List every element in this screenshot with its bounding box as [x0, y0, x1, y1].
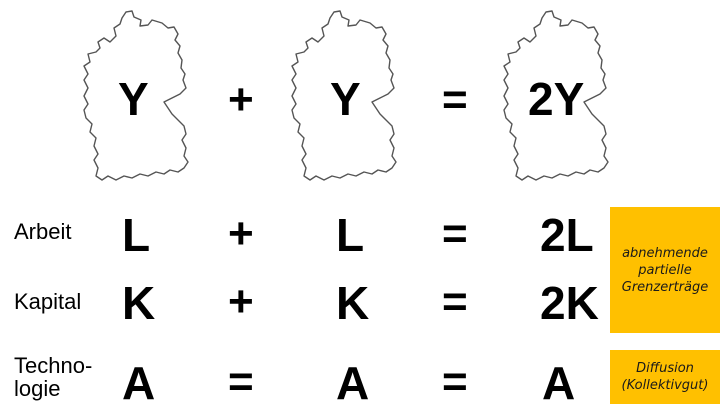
kapital-middle-symbol: K	[336, 277, 370, 329]
top-plus-operator: +	[228, 75, 254, 124]
top-result-symbol: 2Y	[528, 73, 585, 125]
row-label-technologie-line2: logie	[14, 376, 61, 402]
germany-map-outline-icon	[74, 8, 204, 188]
arbeit-plus-operator: +	[228, 209, 254, 258]
kapital-result-symbol: 2K	[540, 277, 599, 329]
row-label-technologie-line1: Techno-	[14, 353, 93, 378]
technologie-equals-operator-1: =	[228, 357, 254, 406]
diffusion-note: Diffusion (Kollektivgut)	[610, 350, 720, 404]
top-equals-operator: =	[442, 75, 468, 124]
diminishing-returns-note-line3: Grenzerträge	[621, 279, 709, 295]
arbeit-result-symbol: 2L	[540, 209, 594, 261]
diminishing-returns-note-line2: partielle	[638, 262, 692, 278]
arbeit-equals-operator: =	[442, 209, 468, 258]
diminishing-returns-note: abnehmende partielle Grenzerträge	[610, 207, 720, 333]
kapital-equals-operator: =	[442, 277, 468, 326]
germany-map-outline-icon	[494, 8, 624, 188]
kapital-left-symbol: K	[122, 277, 156, 329]
diffusion-note-line2: (Kollektivgut)	[621, 378, 709, 393]
top-left-symbol: Y	[118, 73, 149, 125]
arbeit-middle-symbol: L	[336, 209, 365, 261]
diffusion-note-line1: Diffusion	[636, 361, 694, 376]
technologie-result-symbol: A	[542, 357, 576, 409]
arbeit-left-symbol: L	[122, 209, 151, 261]
row-label-kapital: Kapital	[14, 289, 82, 314]
row-label-arbeit: Arbeit	[14, 219, 72, 244]
kapital-plus-operator: +	[228, 277, 254, 326]
germany-map-outline-icon	[282, 8, 412, 188]
technologie-middle-symbol: A	[336, 357, 370, 409]
top-middle-symbol: Y	[330, 73, 361, 125]
technologie-left-symbol: A	[122, 357, 156, 409]
diminishing-returns-note-line1: abnehmende	[622, 245, 708, 261]
technologie-equals-operator-2: =	[442, 357, 468, 406]
row-label-technologie: Techno- logie	[14, 354, 92, 400]
